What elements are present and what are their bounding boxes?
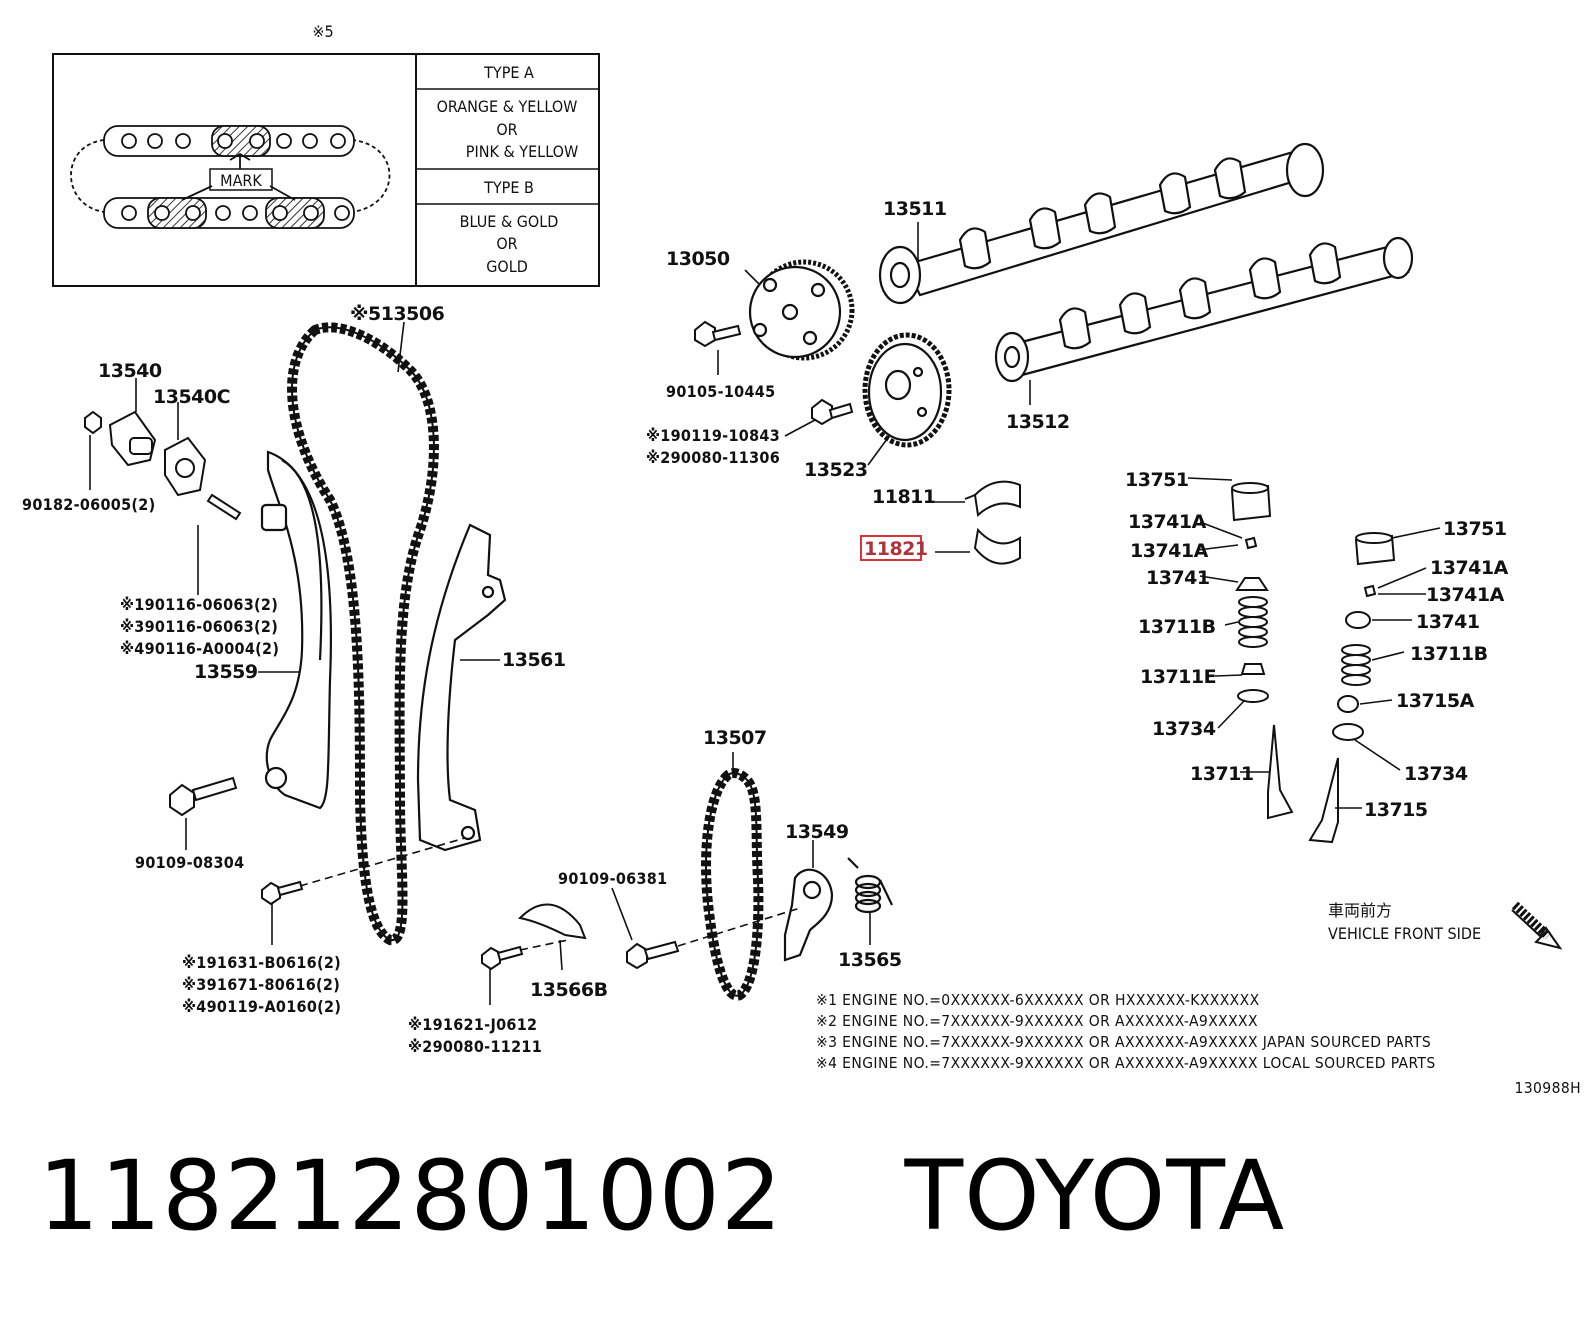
vehicle-front-indicator: 車両前方 VEHICLE FRONT SIDE bbox=[1328, 901, 1563, 950]
bolt-90109-06381-icon bbox=[626, 940, 680, 970]
timing-chain-13507-icon bbox=[701, 768, 764, 1001]
part-13566b[interactable]: 13566B bbox=[530, 979, 608, 1001]
camshaft-13511-icon bbox=[878, 142, 1325, 305]
vehicle-front-jp: 車両前方 bbox=[1328, 901, 1392, 920]
part-90109-06381[interactable]: 90109-06381 bbox=[558, 869, 667, 888]
figure-id: 130988H bbox=[1514, 1079, 1581, 1097]
part-13549[interactable]: 13549 bbox=[785, 821, 849, 843]
part-11821[interactable]: 11821 bbox=[864, 538, 928, 560]
bearing-11821-icon bbox=[973, 527, 1021, 565]
bolt-90109-08304-icon bbox=[169, 776, 238, 817]
part-13734-left[interactable]: 13734 bbox=[1152, 718, 1216, 740]
type-b-color-2: GOLD bbox=[486, 257, 528, 276]
arrow-down-right-icon bbox=[1511, 901, 1563, 950]
part-90105-10445[interactable]: 90105-10445 bbox=[666, 382, 775, 401]
spring-13565-icon bbox=[847, 857, 893, 914]
part-13506[interactable]: ※513506 bbox=[350, 303, 445, 325]
chain-color-mark-inset: ※5 TYPE A ORANGE & YELLOW OR PINK & YELL… bbox=[52, 22, 600, 287]
chain-guide-13561-icon bbox=[416, 523, 507, 852]
bolt-90105-10445-icon bbox=[694, 320, 742, 348]
bearing-11811-icon bbox=[964, 480, 1021, 517]
part-13741a-right-2[interactable]: 13741A bbox=[1426, 584, 1505, 606]
part-13540c[interactable]: 13540C bbox=[153, 386, 231, 408]
part-13741-right[interactable]: 13741 bbox=[1416, 611, 1480, 633]
part-13741a-left-2[interactable]: 13741A bbox=[1130, 540, 1209, 562]
highlight-box bbox=[860, 535, 922, 561]
footer-brand: TOYOTA bbox=[904, 1140, 1286, 1252]
part-190119-10843[interactable]: ※190119-10843 bbox=[646, 426, 780, 445]
part-391671-80616[interactable]: ※391671-80616(2) bbox=[182, 975, 340, 994]
bolt-191621-j0612-icon bbox=[481, 945, 524, 971]
type-a-or: OR bbox=[496, 120, 517, 139]
part-290080-11306[interactable]: ※290080-11306 bbox=[646, 448, 780, 467]
part-13741a-right-1[interactable]: 13741A bbox=[1430, 557, 1509, 579]
bolt-190119-10843-icon bbox=[811, 398, 854, 426]
timing-chain-loop-icon bbox=[70, 125, 391, 229]
timing-chain-13506-icon bbox=[287, 322, 439, 946]
type-a-color-1: ORANGE & YELLOW bbox=[437, 97, 578, 116]
part-13523[interactable]: 13523 bbox=[804, 459, 868, 481]
part-13741a-left-1[interactable]: 13741A bbox=[1128, 511, 1207, 533]
part-190116-06063[interactable]: ※190116-06063(2) bbox=[120, 595, 278, 614]
part-290080-11211[interactable]: ※290080-11211 bbox=[408, 1037, 542, 1056]
engine-notes: ※1 ENGINE NO.=0XXXXXX-6XXXXXX OR HXXXXXX… bbox=[816, 991, 1581, 1097]
part-490119-a0160[interactable]: ※490119-A0160(2) bbox=[182, 997, 341, 1016]
bolt-191631-b0616-icon bbox=[261, 880, 304, 906]
gasket-13540c-icon bbox=[164, 436, 207, 497]
valve-train-left-icon bbox=[1230, 482, 1294, 820]
leader-lines bbox=[89, 222, 1441, 1005]
part-13540[interactable]: 13540 bbox=[98, 360, 162, 382]
part-13711e[interactable]: 13711E bbox=[1140, 666, 1217, 688]
note-2: ※2 ENGINE NO.=7XXXXXX-9XXXXXX OR AXXXXXX… bbox=[816, 1012, 1258, 1030]
valve-train-right-icon bbox=[1308, 532, 1396, 844]
note-1: ※1 ENGINE NO.=0XXXXXX-6XXXXXX OR HXXXXXX… bbox=[816, 991, 1260, 1009]
part-90109-08304[interactable]: 90109-08304 bbox=[135, 853, 244, 872]
part-13565[interactable]: 13565 bbox=[838, 949, 902, 971]
chain-tensioner-arm-13559-icon bbox=[260, 450, 333, 810]
part-13561[interactable]: 13561 bbox=[502, 649, 566, 671]
part-13559[interactable]: 13559 bbox=[194, 661, 258, 683]
part-90182-06005[interactable]: 90182-06005(2) bbox=[22, 495, 156, 514]
part-13512[interactable]: 13512 bbox=[1006, 411, 1070, 433]
chain-tensioner-13549-icon bbox=[783, 868, 834, 962]
note-3: ※3 ENGINE NO.=7XXXXXX-9XXXXXX OR AXXXXXX… bbox=[816, 1033, 1431, 1051]
part-13715[interactable]: 13715 bbox=[1364, 799, 1428, 821]
stud-bolt-icon bbox=[206, 493, 242, 521]
type-b-label: TYPE B bbox=[483, 178, 534, 197]
part-13711b-right[interactable]: 13711B bbox=[1410, 643, 1488, 665]
type-a-color-2: PINK & YELLOW bbox=[466, 142, 578, 161]
chain-tensioner-13540-icon bbox=[84, 410, 157, 467]
part-13507[interactable]: 13507 bbox=[703, 727, 767, 749]
part-13050[interactable]: 13050 bbox=[666, 248, 730, 270]
type-b-or: OR bbox=[496, 234, 517, 253]
part-13751-left[interactable]: 13751 bbox=[1125, 469, 1189, 491]
part-390116-06063[interactable]: ※390116-06063(2) bbox=[120, 617, 278, 636]
cam-sprocket-13523-icon bbox=[862, 332, 952, 448]
note-4: ※4 ENGINE NO.=7XXXXXX-9XXXXXX OR AXXXXXX… bbox=[816, 1054, 1436, 1072]
part-labels: 13511 13050 90105-10445 13512 ※190119-10… bbox=[22, 198, 1509, 1056]
part-13751-right[interactable]: 13751 bbox=[1443, 518, 1507, 540]
footer-title: 118212801002 TOYOTA bbox=[38, 1140, 1285, 1252]
camshaft-13512-icon bbox=[994, 236, 1414, 383]
part-13734-right[interactable]: 13734 bbox=[1404, 763, 1468, 785]
part-191621-j0612[interactable]: ※191621-J0612 bbox=[408, 1015, 537, 1034]
part-11811[interactable]: 11811 bbox=[872, 486, 936, 508]
vehicle-front-en: VEHICLE FRONT SIDE bbox=[1328, 924, 1481, 943]
part-13715a[interactable]: 13715A bbox=[1396, 690, 1475, 712]
inset-ref: ※5 bbox=[312, 22, 333, 41]
mark-label: MARK bbox=[220, 171, 262, 190]
type-a-label: TYPE A bbox=[483, 63, 534, 82]
part-13711b-left[interactable]: 13711B bbox=[1138, 616, 1216, 638]
part-490116-a0004[interactable]: ※490116-A0004(2) bbox=[120, 639, 279, 658]
footer-part-number: 118212801002 bbox=[38, 1140, 783, 1252]
guide-13566b-icon bbox=[517, 903, 587, 940]
part-13711[interactable]: 13711 bbox=[1190, 763, 1254, 785]
part-13741-left[interactable]: 13741 bbox=[1146, 567, 1210, 589]
type-b-color-1: BLUE & GOLD bbox=[460, 212, 559, 231]
part-191631-b0616[interactable]: ※191631-B0616(2) bbox=[182, 953, 341, 972]
vvt-gear-13050-icon bbox=[748, 259, 855, 361]
part-13511[interactable]: 13511 bbox=[883, 198, 947, 220]
